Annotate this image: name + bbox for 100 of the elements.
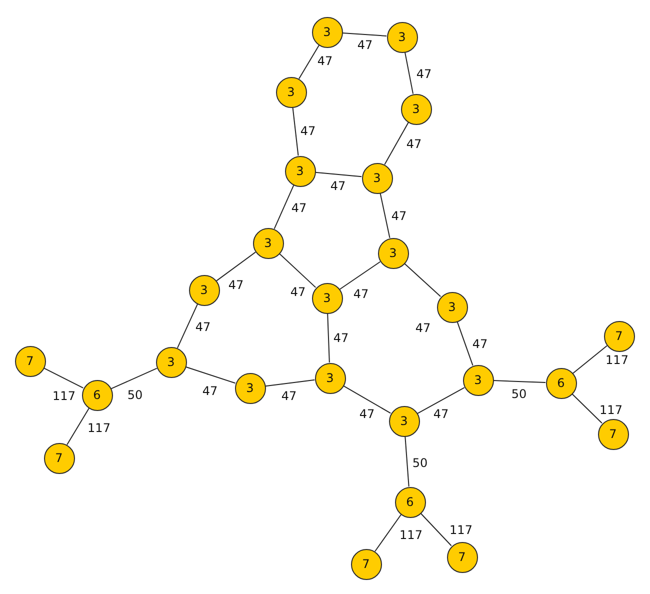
edge-label: 50 [510, 388, 528, 400]
circle-node [188, 274, 220, 306]
connector-line [339, 261, 381, 290]
node-label: 3 [296, 165, 304, 177]
circle-node [400, 94, 432, 124]
connector-line [404, 436, 410, 488]
circle-node [388, 406, 420, 436]
edge-label: 50 [126, 389, 144, 401]
circle-node [386, 22, 418, 52]
edge-label: 47 [356, 39, 374, 51]
connector-line [274, 184, 294, 230]
circle-node [314, 362, 346, 394]
edge-label: 47 [471, 338, 489, 350]
edge-label: 47 [280, 390, 298, 402]
circle-node [312, 282, 342, 314]
node-label: 6 [557, 377, 565, 389]
edge-label: 47 [358, 408, 376, 420]
edge-label: 117 [398, 529, 424, 541]
connector-line [66, 408, 90, 446]
node-label: 3 [474, 374, 482, 386]
connector-line [420, 512, 452, 546]
node-label: 3 [287, 86, 295, 98]
circle-node [446, 542, 478, 572]
connector-line [342, 32, 388, 36]
node-label: 3 [389, 247, 397, 259]
edge-label: 47 [432, 408, 450, 420]
circle-node [234, 372, 266, 404]
node-label: 7 [26, 355, 34, 367]
connector-line [493, 380, 546, 383]
circle-node [462, 364, 494, 396]
circle-node [604, 320, 634, 352]
node-label: 3 [326, 372, 334, 384]
node-label: 7 [362, 558, 370, 570]
connector-line [327, 313, 330, 363]
edge-label: 47 [290, 202, 308, 214]
edge-label: 47 [194, 321, 212, 333]
connector-line [298, 44, 320, 80]
edge-label: 47 [415, 68, 433, 80]
edge-label: 47 [414, 322, 432, 334]
edge-label: 47 [352, 288, 370, 300]
connector-line [278, 253, 316, 288]
connector-line [342, 385, 392, 414]
edge-label: 47 [390, 210, 408, 222]
circle-node [436, 292, 468, 322]
node-label: 7 [458, 551, 466, 563]
circle-node [350, 548, 382, 580]
circle-node [44, 442, 74, 474]
connector-line [314, 172, 362, 178]
node-label: 3 [167, 356, 175, 368]
circle-node [82, 380, 112, 410]
edge-label: 47 [227, 279, 245, 291]
connector-line [43, 368, 84, 388]
node-label: 3 [412, 103, 420, 115]
node-label: 3 [200, 284, 208, 296]
edge-label: 47 [289, 286, 307, 298]
circle-node [312, 16, 342, 48]
edge-label: 47 [332, 332, 350, 344]
circle-node [378, 238, 408, 268]
connector-line [404, 52, 414, 94]
connector-line [572, 345, 608, 374]
node-label: 3 [448, 301, 456, 313]
circle-node [252, 228, 284, 258]
node-label: 3 [323, 292, 331, 304]
edge-label: 117 [598, 404, 624, 416]
circle-node [284, 156, 316, 186]
circle-node [276, 76, 306, 108]
edge-label: 47 [201, 385, 219, 397]
node-label: 6 [406, 496, 414, 508]
connector-line [216, 252, 256, 282]
connector-line [417, 387, 465, 414]
circle-node [394, 486, 426, 518]
node-label: 3 [246, 382, 254, 394]
edge-label: 47 [405, 138, 423, 150]
edge-label: 117 [604, 354, 630, 366]
node-label: 7 [55, 452, 63, 464]
node-label: 3 [400, 415, 408, 427]
circle-node [598, 418, 628, 450]
edge-label: 117 [52, 390, 76, 402]
connector-line [404, 262, 442, 298]
node-label: 3 [323, 26, 331, 38]
node-label: 3 [398, 31, 406, 43]
connector-line [264, 379, 316, 387]
circle-node [546, 368, 576, 398]
edge-label: 47 [316, 55, 334, 67]
connector-line [185, 366, 236, 384]
connector-line [572, 393, 602, 424]
circle-node [156, 346, 186, 378]
node-label: 6 [93, 389, 101, 401]
connector-line [384, 122, 409, 165]
edge-label: 47 [329, 180, 347, 192]
connector-line [374, 514, 402, 552]
connector-line [110, 368, 158, 390]
connector-line [456, 321, 474, 366]
node-label: 3 [264, 237, 272, 249]
node-label: 7 [615, 330, 623, 342]
edge-label: 117 [448, 524, 474, 536]
circle-node [14, 346, 46, 376]
connector-line [380, 192, 390, 238]
connector-line [292, 106, 299, 156]
edge-label: 117 [86, 422, 112, 434]
